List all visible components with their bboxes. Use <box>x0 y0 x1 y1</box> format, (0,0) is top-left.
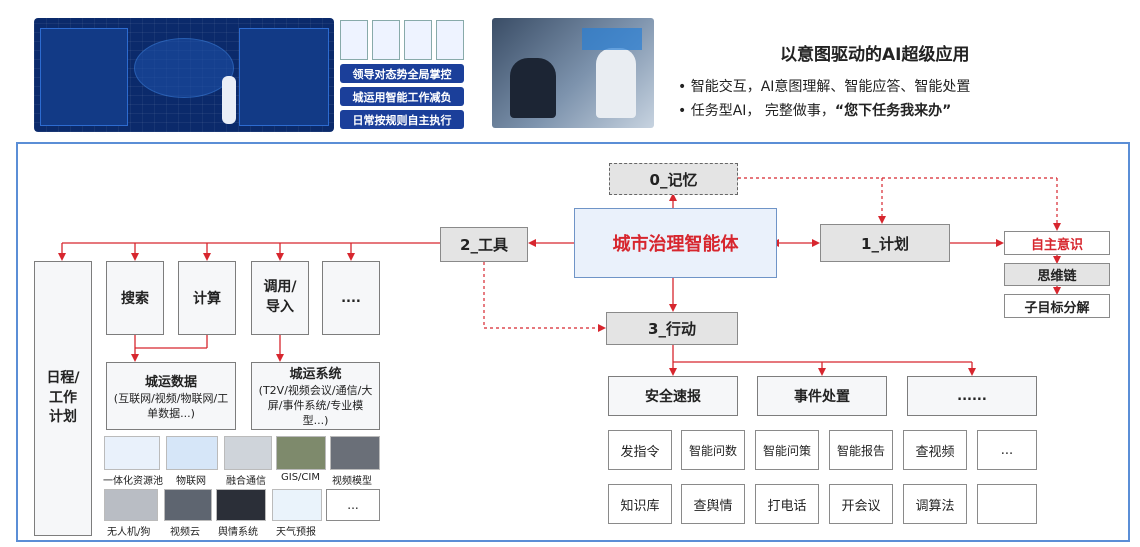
drone-dog-image <box>104 489 158 521</box>
smart-report-action: 智能报告 <box>829 430 893 470</box>
gis-cim-image <box>276 436 326 470</box>
issue-command-action: 发指令 <box>608 430 672 470</box>
iot-caption: 物联网 <box>176 476 206 487</box>
city-system-body: (T2V/视频会议/通信/大屏/事件系统/专业模型...) <box>258 384 373 427</box>
more-tools: .... <box>322 261 380 335</box>
hold-meeting-action: 开会议 <box>829 484 893 524</box>
empty-row2-slot <box>977 484 1037 524</box>
banner-title: 以意图驱动的AI超级应用 <box>780 45 970 65</box>
gis-cim-caption: GIS/CIM <box>281 472 320 483</box>
video-cloud-image <box>164 489 212 521</box>
banner-bullet-2-text: • 任务型AI， 完整做事， <box>678 103 835 119</box>
check-video-action: 查视频 <box>903 430 967 470</box>
action-node: 3_行动 <box>606 312 738 345</box>
compute-tool: 计算 <box>178 261 236 335</box>
city-data-box: 城运数据 (互联网/视频/物联网/工单数据...) <box>106 362 236 430</box>
city-data-body: (互联网/视频/物联网/工单数据...) <box>113 391 229 420</box>
resource-pool-image <box>104 436 160 470</box>
knowledge-base-action: 知识库 <box>608 484 672 524</box>
dashboard-screenshot <box>34 18 334 132</box>
weather-image <box>272 489 322 521</box>
memory-node: 0_记忆 <box>609 163 738 195</box>
smart-query-policy-action: 智能问策 <box>755 430 819 470</box>
pill-work-reduction: 城运用智能工作减负 <box>340 87 464 106</box>
city-system-title: 城运系统 <box>289 367 342 383</box>
call-import-tool: 调用/导入 <box>251 261 309 335</box>
event-handling-node: 事件处置 <box>757 376 887 416</box>
self-awareness-item: 自主意识 <box>1004 231 1110 255</box>
subgoal-item: 子目标分解 <box>1004 294 1110 318</box>
converged-comm-caption: 融合通信 <box>226 476 266 487</box>
plan-node: 1_计划 <box>820 224 950 262</box>
more-row1-action: ... <box>977 430 1037 470</box>
pill-global-control: 领导对态势全局掌控 <box>340 64 464 83</box>
banner-bullet-1: • 智能交互，AI意图理解、智能应答、智能处置 <box>678 79 971 95</box>
safety-report-node: 安全速报 <box>608 376 738 416</box>
schedule-node: 日程/工作计划 <box>34 261 92 536</box>
city-data-title: 城运数据 <box>144 374 197 390</box>
check-opinion-action: 查舆情 <box>681 484 745 524</box>
pill-auto-execution: 日常按规则自主执行 <box>340 110 464 129</box>
city-system-box: 城运系统 (T2V/视频会议/通信/大屏/事件系统/专业模型...) <box>251 362 380 430</box>
phone-call-action: 打电话 <box>755 484 819 524</box>
more-resources: ... <box>326 489 380 521</box>
weather-caption: 天气预报 <box>276 527 316 538</box>
converged-comm-image <box>224 436 272 470</box>
iot-image <box>166 436 218 470</box>
tools-node: 2_工具 <box>440 227 528 262</box>
search-tool: 搜索 <box>106 261 164 335</box>
video-model-image <box>330 436 380 470</box>
resource-pool-caption: 一体化资源池 <box>103 476 163 487</box>
more-actions-node: ...... <box>907 376 1037 416</box>
video-cloud-caption: 视频云 <box>170 527 200 538</box>
banner-bullet-2: • 任务型AI， 完整做事，“您下任务我来办” <box>678 100 951 120</box>
smart-query-data-action: 智能问数 <box>681 430 745 470</box>
public-opinion-caption: 舆情系统 <box>218 527 258 538</box>
call-algorithm-action: 调算法 <box>903 484 967 524</box>
chain-of-thought-item: 思维链 <box>1004 263 1110 286</box>
diagram-frame <box>16 142 1130 542</box>
center-agent-node: 城市治理智能体 <box>574 208 777 278</box>
video-model-caption: 视频模型 <box>332 476 372 487</box>
robot-meeting-image <box>492 18 654 128</box>
banner-bullet-2-emphasis: “您下任务我来办” <box>834 103 952 119</box>
drone-dog-caption: 无人机/狗 <box>107 527 151 538</box>
public-opinion-image <box>216 489 266 521</box>
phone-screens-image <box>340 20 466 60</box>
